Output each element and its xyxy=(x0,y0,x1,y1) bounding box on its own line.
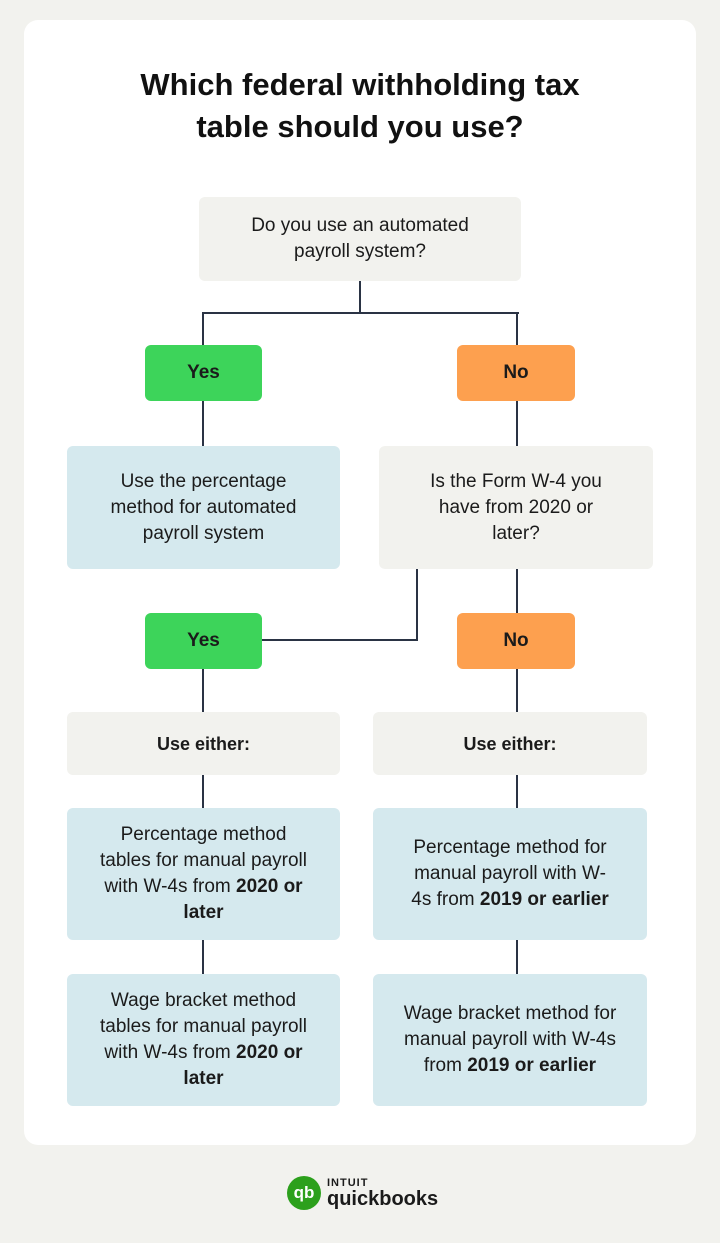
question-automated-payroll: Do you use an automated payroll system? xyxy=(199,197,521,281)
connector xyxy=(202,401,204,447)
connector xyxy=(516,569,518,614)
logo-intuit: INTUIT xyxy=(327,1176,369,1189)
no-label-1: No xyxy=(457,345,575,401)
connector xyxy=(416,569,418,641)
connector xyxy=(202,312,204,346)
quickbooks-logo-icon: qb xyxy=(287,1176,321,1210)
connector xyxy=(202,312,519,314)
connector xyxy=(202,940,204,975)
question-w4-year: Is the Form W-4 you have from 2020 or la… xyxy=(379,446,653,569)
connector xyxy=(202,775,204,809)
title-line-1: Which federal withholding tax xyxy=(140,67,580,102)
option-right-percentage: Percentage method for manual payroll wit… xyxy=(373,808,647,940)
title-line-2: table should you use? xyxy=(196,109,524,144)
option-left-wage-bracket: Wage bracket method tables for manual pa… xyxy=(67,974,340,1106)
connector xyxy=(516,401,518,447)
connector xyxy=(516,940,518,975)
yes-label-1: Yes xyxy=(145,345,262,401)
connector xyxy=(516,775,518,809)
result-automated: Use the percentage method for automated … xyxy=(67,446,340,569)
use-either-left: Use either: xyxy=(67,712,340,775)
connector xyxy=(262,639,418,641)
use-either-right: Use either: xyxy=(373,712,647,775)
logo-quickbooks: quickbooks xyxy=(327,1187,439,1210)
page-title: Which federal withholding tax table shou… xyxy=(24,64,696,148)
yes-label-2: Yes xyxy=(145,613,262,669)
option-right-wage-bracket: Wage bracket method for manual payroll w… xyxy=(373,974,647,1106)
connector xyxy=(516,312,518,346)
connector xyxy=(359,281,361,314)
connector xyxy=(516,669,518,713)
connector xyxy=(202,669,204,713)
no-label-2: No xyxy=(457,613,575,669)
option-left-percentage: Percentage method tables for manual payr… xyxy=(67,808,340,940)
quickbooks-logo: qb INTUIT quickbooks xyxy=(287,1176,438,1210)
